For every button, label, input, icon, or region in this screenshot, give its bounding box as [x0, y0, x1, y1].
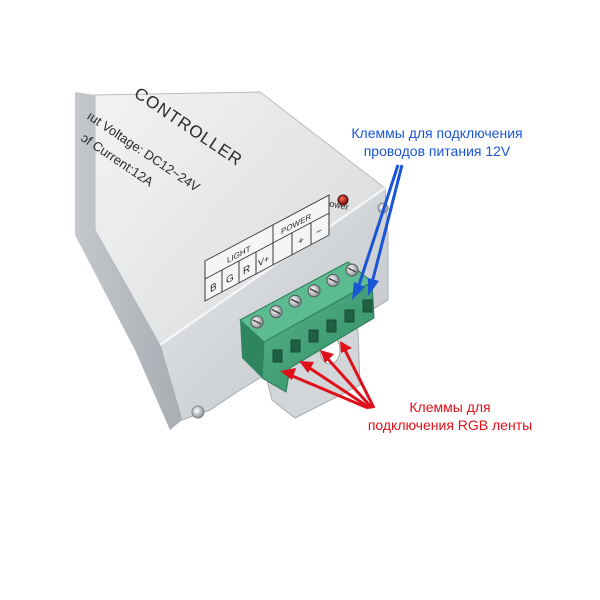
terminal-wire-slot [362, 299, 373, 313]
rgb-terminals-annotation: Клеммы для подключения RGB ленты [360, 398, 540, 434]
terminal-screw-slot [328, 277, 338, 284]
terminal-wire-slot [344, 309, 355, 323]
red-arrow [343, 349, 376, 409]
terminal-label-plus: + [298, 234, 304, 248]
terminal-wire-slots [272, 299, 373, 363]
rgb-annotation-line2: подключения RGB ленты [367, 417, 533, 433]
power-terminals-annotation: Клеммы для подключения проводов питания … [342, 124, 532, 160]
terminal-label-minus: − [316, 224, 322, 238]
power-annotation-line1: Клеммы для подключения [351, 125, 523, 141]
red-arrowhead [280, 368, 296, 380]
label-panel-frame [204, 194, 330, 302]
terminal-wire-slot [308, 329, 319, 343]
case-left-face [75, 92, 182, 430]
terminal-screw-slot [309, 288, 319, 294]
terminal-screw-slot [271, 308, 281, 315]
terminal-wire-slot [290, 339, 301, 353]
terminal-wire-slot [272, 349, 283, 363]
terminal-label-r: R [243, 262, 250, 277]
blue-arrow [370, 164, 404, 284]
screw [191, 405, 205, 419]
blue-arrowhead [352, 282, 365, 300]
terminal-screw-slot [290, 298, 300, 304]
power-led [337, 194, 349, 206]
terminal-screw-slot [347, 267, 357, 273]
power-terminal-arrows [352, 164, 404, 300]
red-arrow [289, 373, 369, 410]
terminal-label-g: G [226, 271, 234, 286]
terminal-block-side [240, 320, 264, 378]
label-panel-divider [205, 212, 329, 280]
case-edge-highlight [159, 187, 386, 346]
terminal-screw-slot [252, 319, 262, 325]
blue-arrowhead [368, 278, 379, 296]
rgb-terminal-arrows [280, 341, 376, 410]
rgb-annotation-line1: Клеммы для [409, 399, 491, 415]
power-annotation-line2: проводов питания 12V [363, 143, 511, 159]
blue-arrow [356, 164, 400, 289]
terminal-label-b: B [210, 280, 217, 295]
red-arrowhead [340, 341, 352, 353]
red-arrow [307, 365, 371, 410]
red-arrow [325, 356, 374, 410]
terminal-label-vplus: V+ [258, 253, 270, 269]
red-arrowhead [299, 361, 314, 373]
terminal-screws [250, 263, 359, 329]
red-arrowhead [320, 350, 334, 363]
terminal-wire-slot [326, 319, 337, 333]
